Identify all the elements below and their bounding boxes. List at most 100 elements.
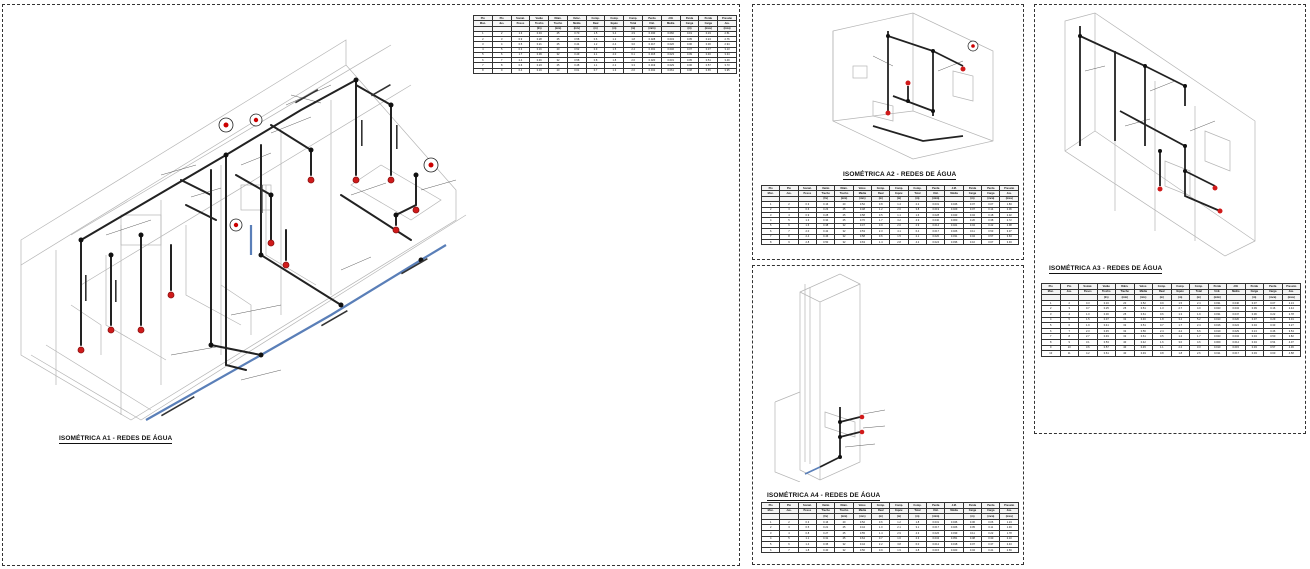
table-cell: 8 — [473, 67, 493, 74]
table-header-cell: Pressão — [999, 502, 1019, 509]
table-cell: 2.8 — [907, 546, 928, 554]
table-cell: 0.024 — [926, 238, 946, 246]
table-cell: 0.017 — [1226, 350, 1246, 357]
table-cell: 0.4 — [510, 67, 531, 74]
table-cell: 1.8 — [1170, 350, 1190, 357]
table-cell: 1.8 — [797, 546, 818, 554]
table-cell: 0.61 — [1096, 350, 1116, 357]
isometric-a2-drawing — [832, 12, 994, 160]
table-cell: 0.9 — [871, 546, 891, 554]
table-cell: 8 — [760, 238, 781, 246]
table-header-cell: Pressão — [1281, 283, 1301, 290]
table-cell: 0.19 — [529, 67, 550, 74]
drawing-title-a4: ISOMÉTRICA A4 - REDES DE ÁGUA — [767, 492, 881, 501]
table-cell: 20 — [548, 67, 568, 74]
table-cell: 32 — [834, 238, 854, 246]
table-cell: 2.8 — [797, 238, 818, 246]
table-cell: 3.82 — [1281, 333, 1301, 340]
table-cell: 4.58 — [1281, 350, 1301, 357]
table-cell: 0.03 — [1244, 350, 1264, 357]
table-cell: 1.9 — [889, 546, 909, 554]
table-cell: 0.65 — [698, 67, 719, 74]
table-cell: 11 — [1059, 350, 1079, 357]
table-cell: 0.67 — [981, 238, 1001, 246]
table-cell: 4.07 — [1281, 338, 1301, 346]
drawing-title-a2: ISOMÉTRICA A2 - REDES DE ÁGUA — [843, 171, 957, 180]
isometric-a1-drawing — [20, 39, 467, 421]
table-cell: 40 — [1115, 350, 1135, 357]
table-cell: 2.0 — [623, 67, 644, 74]
drawing-title-a3: ISOMÉTRICA A3 - REDES DE ÁGUA — [1049, 265, 1163, 274]
table-cell: 0.40 — [816, 546, 836, 554]
table-header-cell: Perda — [981, 502, 1001, 509]
table-cell: 0.41 — [981, 546, 1001, 554]
isometric-a3-drawing — [1064, 12, 1256, 257]
table-header-row: (l/s)(mm)(m/s)(m)(m)(m)(m/m)(m)(mca)(mca… — [760, 195, 1019, 203]
table-cell: 2.78 — [1281, 311, 1301, 318]
table-cell: 2.6 — [1189, 350, 1209, 357]
table-cell: 0.8 — [1152, 350, 1172, 357]
table-cell: 9 — [491, 67, 512, 74]
table-cell: 9 — [779, 238, 799, 246]
table-cell: 0.7 — [585, 67, 606, 74]
table-cell: 6 — [760, 546, 781, 554]
table-cell: 3.95 — [717, 67, 737, 74]
table-cell: 0.04 — [962, 546, 983, 554]
table-cell: 0.041 — [642, 67, 662, 74]
table-cell: 7 — [779, 546, 799, 554]
table-cell: 2.69 — [999, 546, 1019, 554]
isometric-a4-drawing — [774, 273, 886, 482]
table-cell: 0.036 — [944, 238, 964, 246]
table-cell: 1.3 — [604, 67, 625, 74]
table-cell: 10 — [1041, 350, 1061, 357]
table-cell: 2.13 — [1281, 299, 1301, 307]
table-cell: 0.50 — [852, 546, 873, 554]
table-header-cell: Jus. — [1281, 288, 1301, 296]
table-cell: 0.63 — [852, 238, 873, 246]
table-cell: 3.93 — [999, 238, 1019, 246]
table-cell: 3.27 — [1281, 322, 1301, 329]
table-cell: 3.01 — [1281, 316, 1301, 324]
table-cell: 0.023 — [944, 546, 964, 554]
drawing-title-a1: ISOMÉTRICA A1 - REDES DE ÁGUA — [59, 435, 173, 444]
table-cell: 2.8 — [889, 238, 909, 246]
table-cell: 0.61 — [566, 67, 587, 74]
table-cell: 4.2 — [1078, 350, 1098, 357]
table-cell: 0.49 — [1133, 350, 1153, 357]
table-header-cell: (mca) — [1281, 294, 1301, 301]
table-cell: 4.2 — [907, 238, 928, 246]
